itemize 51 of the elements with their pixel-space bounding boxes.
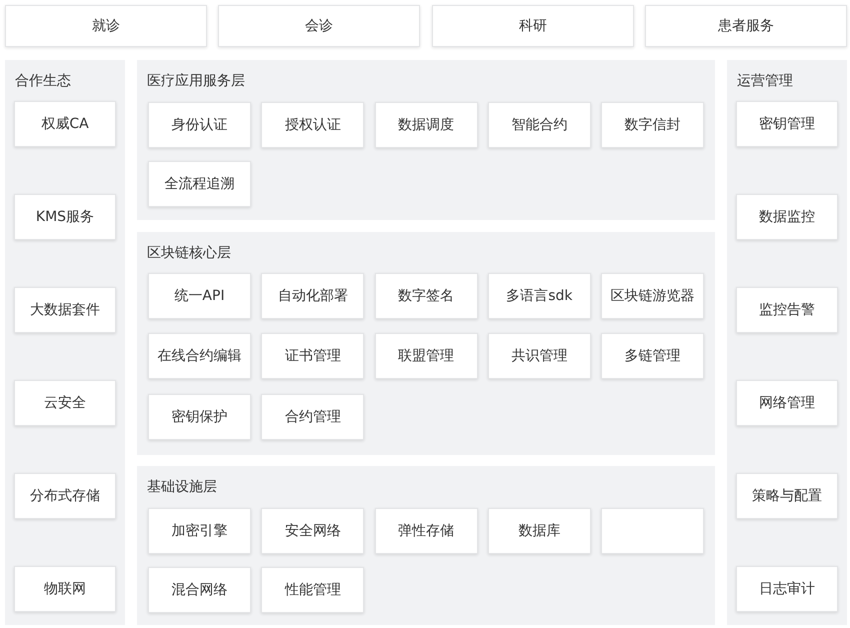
service-box: 网络管理 [736, 380, 838, 426]
service-box: 数字签名 [374, 273, 478, 319]
service-box: 合约管理 [261, 394, 364, 440]
service-box: 全流程追溯 [148, 161, 251, 207]
layer-panel [727, 60, 847, 625]
service-box: 日志审计 [736, 566, 838, 612]
service-box [601, 508, 704, 554]
service-box: 分布式存储 [14, 473, 116, 519]
nav-box: 科研 [432, 5, 634, 47]
service-box: 混合网络 [148, 567, 251, 613]
layer-panel [137, 232, 715, 455]
service-box: 数据库 [488, 508, 591, 554]
panel-title: 基础设施层 [147, 478, 217, 496]
service-box: 多链管理 [601, 333, 704, 379]
service-box: 联盟管理 [374, 333, 478, 379]
panel-title: 医疗应用服务层 [147, 72, 245, 90]
layer-panel [5, 60, 125, 625]
service-box: 数据调度 [374, 102, 478, 148]
service-box: 策略与配置 [736, 473, 838, 519]
service-box: 加密引擎 [148, 508, 251, 554]
service-box: 证书管理 [261, 333, 364, 379]
panel-title: 合作生态 [15, 72, 71, 90]
nav-box: 就诊 [5, 5, 207, 47]
service-box: 授权认证 [261, 102, 364, 148]
panel-title: 运营管理 [737, 72, 793, 90]
service-box: 密钥管理 [736, 101, 838, 147]
service-box: 身份认证 [148, 102, 251, 148]
layer-panel [137, 466, 715, 625]
service-box: 弹性存储 [374, 508, 478, 554]
service-box: 数字信封 [601, 102, 704, 148]
service-box: 监控告警 [736, 287, 838, 333]
service-box: 性能管理 [261, 567, 364, 613]
service-box: 区块链游览器 [601, 273, 704, 319]
service-box: 智能合约 [488, 102, 591, 148]
service-box: 共识管理 [488, 333, 591, 379]
nav-box: 会诊 [218, 5, 420, 47]
service-box: 在线合约编辑 [148, 333, 251, 379]
service-box: 密钥保护 [148, 394, 251, 440]
service-box: 统一API [148, 273, 251, 319]
service-box: 大数据套件 [14, 287, 116, 333]
service-box: 云安全 [14, 380, 116, 426]
service-box: KMS服务 [14, 194, 116, 240]
service-box: 安全网络 [261, 508, 364, 554]
service-box: 自动化部署 [261, 273, 364, 319]
service-box: 物联网 [14, 566, 116, 612]
service-box: 数据监控 [736, 194, 838, 240]
nav-box: 患者服务 [645, 5, 847, 47]
panel-title: 区块链核心层 [147, 244, 231, 262]
layer-panel [137, 60, 715, 220]
service-box: 多语言sdk [488, 273, 591, 319]
service-box: 权威CA [14, 101, 116, 147]
